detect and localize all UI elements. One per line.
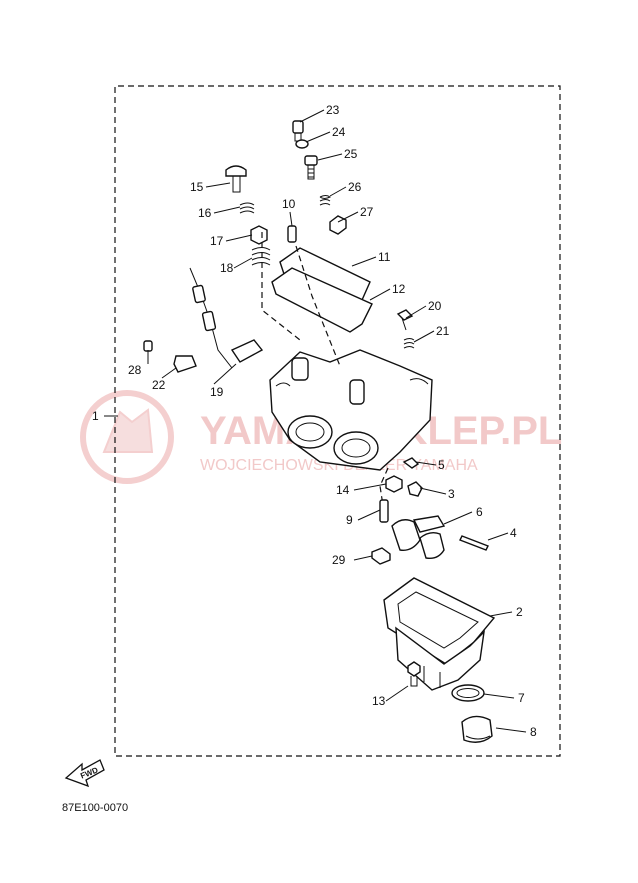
figure-code: 87E100-0070: [62, 802, 128, 814]
assembly-boundary: [114, 85, 561, 757]
callout-23: 23: [326, 103, 340, 117]
callout-2: 2: [516, 605, 523, 619]
guide-line-a: [261, 232, 301, 341]
part-7-o-ring: [451, 684, 485, 702]
callout-17: 17: [210, 234, 224, 248]
callout-3: 3: [448, 487, 455, 501]
callout-16: 16: [198, 206, 212, 220]
part-3-jet: [407, 481, 423, 497]
callout-9: 9: [346, 513, 353, 527]
watermark-logo-mark: [102, 408, 154, 453]
callout-26: 26: [348, 180, 362, 194]
callout-29: 29: [332, 553, 346, 567]
callout-labels: 23 24 25 26 27 15 16 10 17 11 18 12 20 2…: [92, 103, 537, 739]
part-14-plug: [385, 475, 403, 493]
callout-14: 14: [336, 483, 350, 497]
part-2-float-chamber: [383, 577, 496, 691]
part-12-gasket: [271, 267, 373, 333]
callout-27: 27: [360, 205, 374, 219]
callout-4: 4: [510, 526, 517, 540]
callout-28: 28: [128, 363, 142, 377]
part-29-seal: [371, 547, 391, 565]
part-8-drain-plug: [461, 715, 493, 743]
part-24-washer: [295, 139, 309, 149]
callout-25: 25: [344, 147, 358, 161]
callout-10: 10: [282, 197, 296, 211]
callout-20: 20: [428, 299, 442, 313]
part-23-screw: [292, 120, 304, 142]
callout-8: 8: [530, 725, 537, 739]
part-1-carburetor-body: [269, 349, 433, 471]
part-18-spring: [251, 247, 271, 266]
part-20-screw: [396, 309, 414, 331]
callout-leaders: [147, 109, 527, 733]
callout-13: 13: [372, 694, 386, 708]
part-9-needle-jet: [379, 499, 389, 523]
callout-15: 15: [190, 180, 204, 194]
part-13-screw: [407, 661, 421, 687]
part-10-screw: [287, 225, 297, 243]
part-6-float: [391, 515, 446, 560]
guide-line-b: [295, 245, 341, 367]
part-25-screw: [304, 155, 318, 180]
callout-18: 18: [220, 261, 234, 275]
part-4-pin: [459, 535, 489, 551]
callout-24: 24: [332, 125, 346, 139]
callout-21: 21: [436, 324, 450, 338]
callout-5: 5: [438, 458, 445, 472]
part-26-spring: [319, 195, 331, 206]
fwd-arrow-icon: FWD: [64, 759, 105, 788]
part-22-bracket: [173, 355, 197, 373]
callout-1: 1: [92, 409, 99, 423]
part-16-spring: [239, 202, 255, 214]
callout-7: 7: [518, 691, 525, 705]
part-21-spring: [403, 338, 415, 349]
part-5-jet: [402, 457, 420, 469]
callout-11: 11: [378, 250, 391, 264]
part-19-cable-assembly: [189, 267, 264, 369]
part-17-nut: [250, 225, 268, 245]
callout-19: 19: [210, 385, 224, 399]
callout-22: 22: [152, 378, 166, 392]
callout-6: 6: [476, 505, 483, 519]
part-28-screw: [143, 340, 153, 352]
part-15-screw: [225, 165, 247, 193]
watermark-logo: [80, 390, 174, 484]
callout-12: 12: [392, 282, 406, 296]
